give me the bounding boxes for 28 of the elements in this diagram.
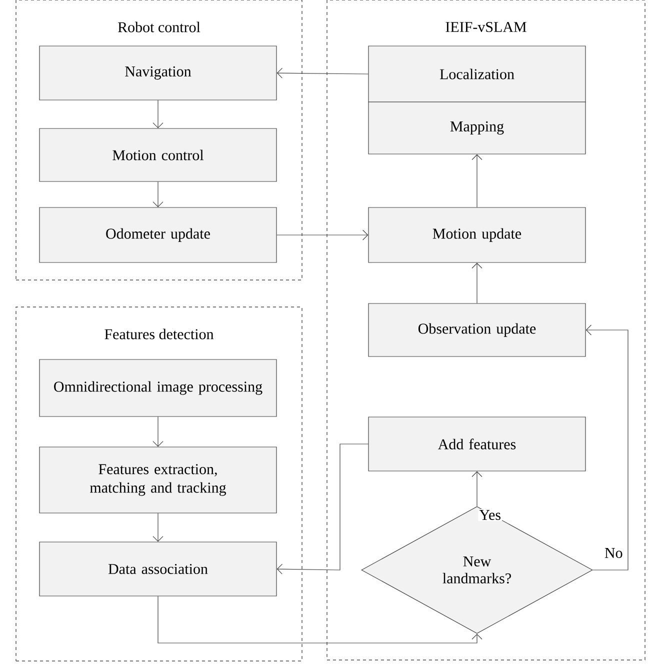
process-box: Motion control (39, 128, 277, 182)
arrow (276, 68, 368, 78)
process-box: Data association (39, 542, 277, 596)
process-box: Features extraction, matching and tracking (39, 446, 277, 514)
arrow (152, 513, 164, 542)
process-box: Motion update (368, 207, 586, 263)
arrow (472, 262, 482, 304)
group-title: Features detection (104, 328, 214, 340)
process-box: Omnidirectional image processing (39, 359, 277, 417)
process-box: Odometer update (39, 207, 277, 263)
arrow (158, 596, 482, 644)
edge-label: Yes (478, 509, 502, 521)
arrow (276, 230, 368, 240)
edge-label: No (603, 547, 624, 559)
process-box: Localization (368, 46, 586, 102)
arrow (152, 182, 164, 208)
arrow (152, 416, 164, 447)
process-box: Observation update (368, 303, 586, 357)
process-box: Navigation (39, 46, 277, 100)
arrow (472, 154, 482, 208)
arrow (472, 471, 482, 506)
process-box: Add features (368, 416, 586, 472)
arrow (152, 100, 164, 128)
group-title: IEIF-vSLAM (446, 22, 526, 32)
arrow (276, 444, 368, 574)
group-title: Robot control (118, 22, 200, 32)
process-box: Mapping (368, 102, 586, 154)
arrow (586, 324, 628, 570)
